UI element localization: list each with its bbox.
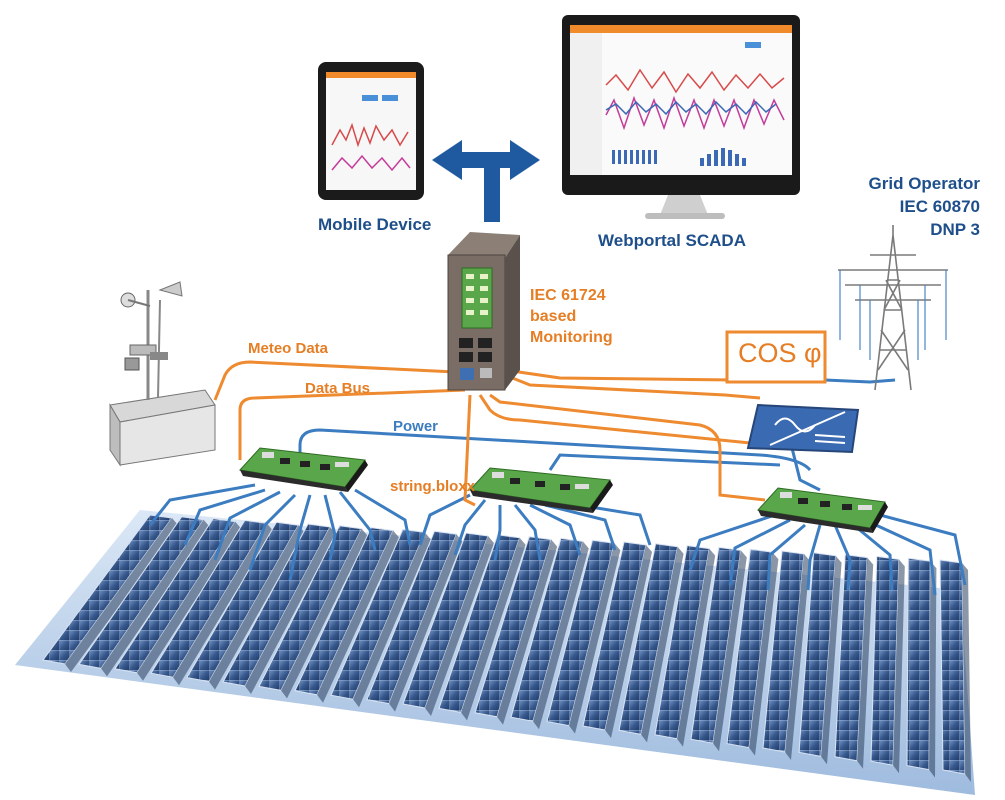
data-arrows-icon — [432, 140, 540, 222]
solar-panel-row — [939, 559, 966, 775]
cos-phi-label: COS φ — [738, 338, 822, 368]
solar-panel-row-shadow — [569, 543, 621, 734]
string-bloxx-label: string.bloxx — [390, 478, 476, 495]
solar-panel-row-shadow — [497, 539, 558, 725]
solar-panel-row-shadow — [533, 541, 589, 730]
controller-icon — [447, 232, 520, 391]
grid-operator-line-1: Grid Operator — [868, 174, 980, 193]
power-lines — [148, 428, 967, 596]
grid-operator-line-3: DNP 3 — [930, 220, 980, 239]
solar-panel-row-shadow — [605, 545, 652, 738]
solar-panel-row-shadow — [821, 555, 842, 765]
solar-panel-row-shadow — [713, 550, 747, 752]
webportal-label: Webportal SCADA — [598, 231, 746, 250]
solar-panel-row-shadow — [929, 561, 937, 778]
solar-panel-row-shadow — [209, 525, 305, 690]
inverter-icon — [746, 403, 860, 454]
grid-operator-label: Grid Operator IEC 60870 DNP 3 — [852, 172, 980, 241]
solar-panel-row-shadow — [641, 546, 684, 743]
solar-panel-row-shadow — [425, 536, 494, 716]
solar-panel-row-shadow — [461, 537, 526, 721]
solar-panel-row-shadow — [749, 552, 779, 756]
solar-panel-row-shadow — [137, 521, 242, 681]
grid-operator-line-2: IEC 60870 — [899, 197, 980, 216]
monitoring-line-2: based — [530, 308, 577, 325]
solar-panel-row-shadow — [962, 563, 971, 782]
monitoring-line-3: Monitoring — [530, 329, 613, 346]
solar-panel-row-shadow — [893, 559, 905, 774]
monitoring-label: IEC 61724 based Monitoring — [530, 285, 613, 348]
solar-panel-row-shadow — [173, 523, 273, 686]
solar-panel-row-shadow — [101, 519, 210, 677]
solar-panel-row-shadow — [389, 534, 463, 712]
string-bloxx-box-3 — [757, 487, 888, 533]
solar-panel-row-shadow — [317, 530, 400, 703]
monitor-bars — [612, 148, 746, 166]
cos-phi-box — [725, 330, 827, 384]
mobile-device-label: Mobile Device — [318, 215, 432, 234]
data-bus-label: Data Bus — [305, 380, 371, 397]
solar-panel-row-shadow — [785, 554, 810, 760]
pylon-icon — [838, 225, 948, 391]
solar-panel-row-shadow — [677, 548, 716, 747]
solar-panel-row-shadow — [65, 518, 178, 672]
tablet-icon — [318, 62, 424, 200]
data-lines — [213, 360, 801, 507]
string-bloxx-box-1 — [239, 447, 368, 492]
meteo-data-label: Meteo Data — [248, 340, 329, 357]
solar-panel-row-shadow — [353, 532, 431, 708]
solar-panel-row-shadow — [857, 557, 874, 769]
solar-panel-row-shadow — [281, 528, 368, 699]
weather-station-icon — [109, 281, 216, 467]
monitor-icon — [562, 15, 800, 219]
solar-panel-icon — [42, 514, 971, 782]
solar-panel-row-shadow — [245, 527, 336, 694]
solar-panel-row — [906, 557, 931, 771]
monitoring-line-1: IEC 61724 — [530, 287, 606, 304]
power-label: Power — [393, 418, 439, 435]
string-bloxx-box-2 — [469, 467, 613, 513]
